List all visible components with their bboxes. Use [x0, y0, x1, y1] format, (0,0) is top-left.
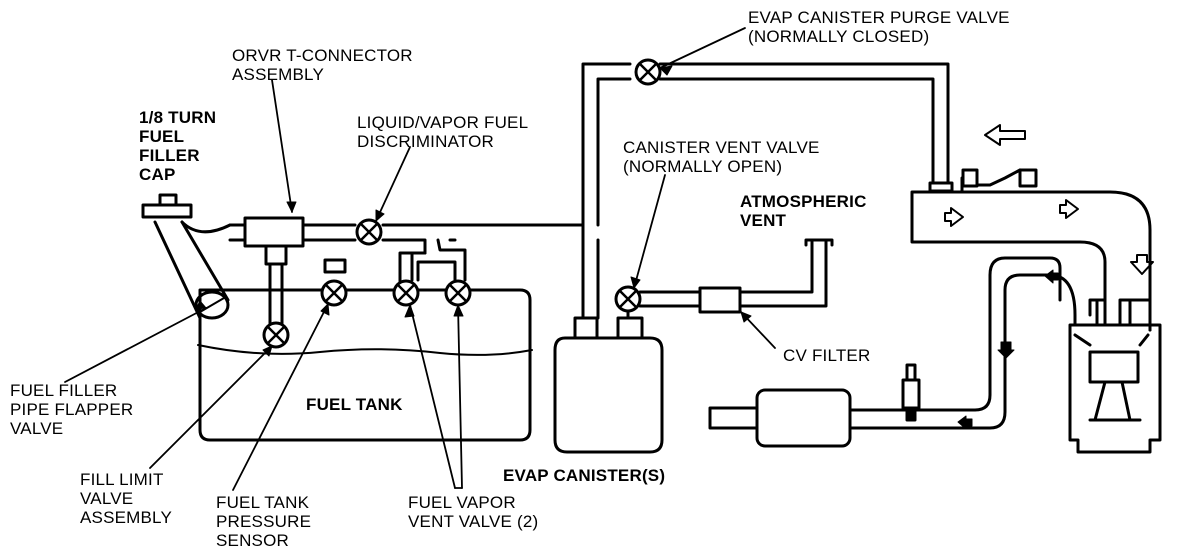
piston [1088, 350, 1140, 384]
intake-runner [848, 256, 1152, 430]
evap-canister [553, 336, 664, 454]
fuel-cap-knob [158, 193, 178, 207]
leader-pressure-sensor [232, 303, 329, 491]
flow-arrow-right-1 [944, 207, 964, 227]
leader-vapor-1 [409, 304, 456, 489]
label-evap-canister: EVAP CANISTER(S) [503, 466, 666, 485]
flow-arrow-left [1044, 269, 1059, 284]
label-orvr-connector: ORVR T-CONNECTOR ASSEMBLY [232, 46, 413, 84]
label-vapor-vent-valve: FUEL VAPOR VENT VALVE (2) [408, 493, 539, 531]
discriminator-to-vapor [381, 62, 632, 255]
connecting-rod [1088, 380, 1142, 422]
label-flapper-valve: FUEL FILLER PIPE FLAPPER VALVE [10, 381, 134, 438]
spark-plug [1095, 298, 1107, 327]
leader-discriminator [375, 146, 411, 222]
o2-sensor-tip [905, 363, 917, 382]
leader-orvr [271, 79, 293, 213]
label-fill-limit-valve: FILL LIMIT VALVE ASSEMBLY [80, 470, 172, 527]
flow-arrow-down-2 [997, 341, 1015, 359]
purge-line [658, 62, 950, 185]
flow-arrow-right-2 [1059, 199, 1079, 219]
flow-arrow-left-2 [957, 415, 973, 430]
leader-vapor-2 [457, 304, 463, 489]
purge-port [928, 181, 954, 193]
canister-port-left [573, 316, 599, 340]
flow-arrow-down [1130, 254, 1154, 275]
intake-plenum [910, 190, 1152, 332]
filler-pipe [153, 220, 230, 320]
label-cv-filter: CV FILTER [783, 346, 871, 365]
filler-neck-curve [180, 220, 247, 234]
catalytic-converter [755, 388, 852, 448]
canister-tube [581, 223, 600, 320]
orvr-t-connector [243, 216, 305, 248]
orvr-line-left [228, 223, 247, 242]
label-discriminator: LIQUID/VAPOR FUEL DISCRIMINATOR [357, 113, 529, 151]
leader-vent-valve [633, 174, 666, 289]
flapper-valve [194, 290, 230, 320]
leader-purge-valve [659, 27, 746, 69]
exhaust-pipe [708, 406, 759, 430]
pressure-sensor-cap [323, 258, 347, 274]
atmospheric-vent-line [738, 238, 828, 308]
leader-fill-limit [149, 345, 273, 469]
combustion-detail [1073, 333, 1150, 347]
vapor-tube [398, 238, 467, 285]
label-fuel-cap: 1/8 TURN FUEL FILLER CAP [139, 108, 217, 184]
o2-sensor [901, 378, 921, 410]
label-pressure-sensor: FUEL TANK PRESSURE SENSOR [216, 493, 312, 550]
cylinder-head [1068, 323, 1162, 454]
fuel-cap [141, 203, 193, 219]
fuel-tank [198, 288, 532, 442]
throttle-actuator [1018, 168, 1038, 188]
leader-flapper [64, 307, 207, 383]
label-fuel-tank: FUEL TANK [306, 395, 403, 414]
fill-limit-stem [268, 262, 284, 327]
label-atmospheric-vent: ATMOSPHERIC VENT [740, 192, 867, 230]
canister-port-right [616, 316, 644, 340]
fuel-level-line [197, 344, 533, 356]
orvr-to-discriminator [301, 223, 357, 242]
intake-valve [1118, 298, 1132, 327]
label-purge-valve: EVAP CANISTER PURGE VALVE (NORMALLY CLOS… [748, 8, 1010, 46]
throttle-actuator-2 [961, 168, 979, 188]
atmospheric-vent-cap [804, 238, 834, 247]
label-vent-valve: CANISTER VENT VALVE (NORMALLY OPEN) [623, 138, 820, 176]
flow-arrow-top [984, 124, 1026, 146]
cv-filter [698, 286, 742, 314]
orvr-stub [264, 244, 288, 266]
